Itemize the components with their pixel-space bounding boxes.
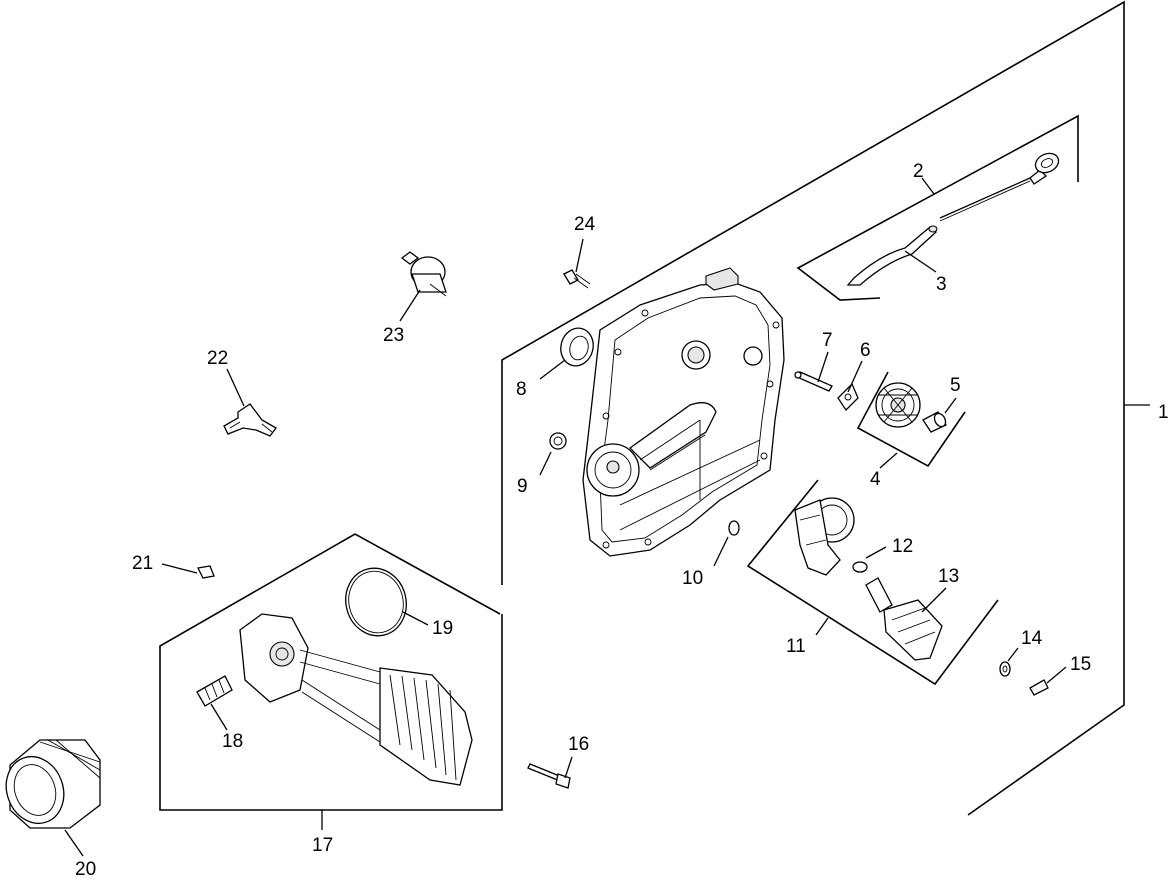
adapter-fitting-part [196, 675, 233, 707]
callout-23: 23 [383, 325, 404, 346]
o-ring-part [852, 561, 868, 573]
oil-cooler-group-boundary [159, 533, 503, 811]
screw-part [1029, 679, 1049, 696]
callout-8: 8 [516, 379, 527, 400]
dipstick-part [939, 152, 1060, 222]
oil-pump-part [794, 497, 855, 576]
breather-valve-part [400, 251, 447, 297]
callout-21: 21 [132, 553, 153, 574]
callout-12: 12 [892, 536, 913, 557]
callout-24: 24 [574, 214, 596, 235]
long-bolt-part [527, 763, 571, 789]
shaft-pin-part [794, 371, 833, 392]
washer-part [999, 661, 1011, 677]
callout-15: 15 [1070, 654, 1091, 675]
callout-6: 6 [860, 340, 871, 361]
callout-17: 17 [312, 835, 333, 856]
callout-19: 19 [432, 618, 453, 639]
gear-pin-part [922, 411, 947, 433]
callout-4: 4 [870, 469, 881, 490]
dipstick-tube-part [846, 225, 938, 286]
callout-1: 1 [1158, 402, 1169, 423]
callout-5: 5 [950, 375, 961, 396]
callout-14: 14 [1021, 628, 1043, 649]
callout-7: 7 [822, 330, 833, 351]
o-ring-small-part [728, 520, 740, 536]
callout-3: 3 [936, 274, 947, 295]
oil-seal-part [560, 327, 594, 367]
clip-part [197, 565, 215, 579]
seal-ring-part [345, 567, 407, 637]
main-assembly-boundary [501, 0, 1150, 816]
callout-labels: 1 2 3 4 5 6 7 8 9 10 11 12 13 14 15 16 1… [75, 161, 1169, 880]
leader-lines [64, 177, 1067, 857]
callout-13: 13 [938, 566, 959, 587]
lock-plate-part [837, 382, 859, 412]
oil-pump-group-boundary [746, 479, 999, 686]
callout-11: 11 [786, 636, 806, 657]
callout-10: 10 [682, 568, 703, 589]
gear-group-boundary [856, 371, 966, 468]
callout-16: 16 [568, 734, 589, 755]
crankcase-cover-part [582, 267, 785, 557]
elbow-fitting-part [223, 403, 277, 437]
callout-22: 22 [207, 348, 228, 369]
cam-gear-part [875, 382, 921, 428]
oil-filter-part [5, 739, 101, 829]
plug-part [549, 432, 567, 450]
callout-9: 9 [517, 476, 528, 497]
callout-2: 2 [913, 161, 924, 182]
oil-cooler-part [239, 613, 473, 786]
callout-18: 18 [222, 731, 243, 752]
oil-pickup-part [865, 577, 943, 661]
dipstick-group-boundary [796, 114, 1079, 301]
bolt-part [563, 269, 591, 289]
callout-20: 20 [75, 859, 96, 880]
